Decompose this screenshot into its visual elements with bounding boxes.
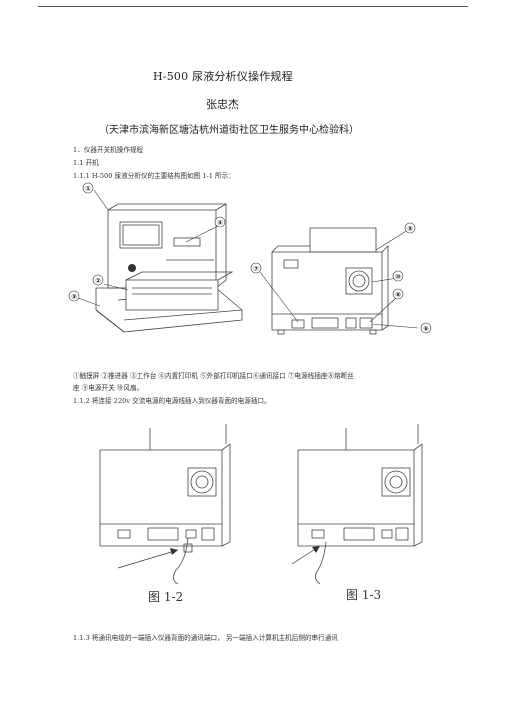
author-name: 张忠杰: [206, 98, 239, 111]
figure-1-3-caption: 图 1-3: [346, 588, 382, 602]
figure-front-view: ① ④ ③ ②: [68, 182, 243, 333]
author-affiliation: （天津市滨海新区塘沽杭州道街社区卫生服务中心检验科）: [99, 125, 359, 136]
figure-1-2-caption: 图 1-2: [148, 590, 184, 604]
header-rule: [38, 6, 468, 7]
section-1-1-2-text: 1.1.2 将连接 220v 交流电源的电源线插入到仪器背面的电源插口。: [73, 397, 271, 405]
section-1-1-1-text: 1.1.1 H-500 尿液分析仪的主要结构图如图 1-1 所示：: [73, 172, 235, 180]
document-title: H-500 尿液分析仪操作规程: [153, 70, 293, 83]
front-label-4: ④: [217, 219, 223, 227]
figure-1-2: [99, 424, 231, 585]
front-label-3: ③: [71, 293, 77, 301]
section-1-1-3-text: 1.1.3 将通讯电缆的一端插入仪器背面的通讯端口， 另一端插入计算机主机后侧的…: [73, 634, 338, 642]
back-label-10: ⑩: [395, 273, 401, 281]
figure-1-3: [291, 424, 423, 585]
front-label-1: ①: [85, 185, 91, 193]
back-label-7: ⑦: [253, 265, 259, 273]
biohazard-icon: [128, 264, 136, 272]
back-label-5: ⑤: [407, 225, 413, 233]
back-label-6: ⑥: [423, 325, 429, 333]
back-label-8: ⑧: [395, 291, 401, 299]
legend-line-2: 座 ⑨电源开关 ⑩风扇。: [73, 384, 144, 392]
section-1-1-heading: 1.1 开机: [73, 159, 99, 167]
figure-back-view: ⑦ ⑤ ⑩ ⑧ ⑥: [250, 222, 432, 335]
legend-line-1: ①触摸屏 ②推进器 ③工作台 ④内置打印机 ⑤外部打印机接口⑥通讯接口 ⑦电源线…: [73, 372, 354, 380]
front-label-2: ②: [95, 277, 101, 285]
section-1-heading: 1．仪器开关机操作规程: [73, 146, 144, 154]
